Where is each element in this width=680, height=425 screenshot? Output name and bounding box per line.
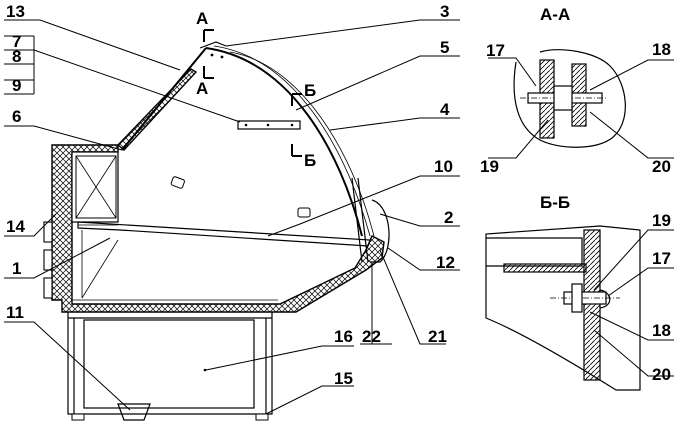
label-8: 8 [12, 47, 21, 66]
stand-frame [67, 312, 273, 415]
foot-left [71, 413, 85, 421]
detail-aa-outline [513, 49, 626, 148]
label-10: 10 [434, 157, 453, 176]
aa-label-19: 19 [480, 157, 499, 176]
top-glass [116, 68, 198, 151]
back-wall-inner [71, 151, 119, 223]
section-b-top: Б [304, 81, 316, 100]
side-handle-2 [43, 249, 53, 271]
section-b-bottom: Б [304, 151, 316, 170]
foot-right [255, 413, 269, 421]
side-handle-3 [43, 277, 53, 299]
glass-clip-2 [297, 207, 311, 218]
aa-label-18: 18 [652, 40, 671, 59]
bb-label-17: 17 [652, 249, 671, 268]
display-case-section: А А Б Б [43, 9, 390, 421]
label-1: 1 [12, 259, 21, 278]
section-a-bottom: А [196, 79, 208, 98]
glass-clip-1 [170, 176, 185, 189]
label-4: 4 [440, 100, 450, 119]
part-labels: 13 7 8 9 6 14 1 11 3 5 4 10 2 12 16 15 2… [6, 2, 455, 388]
aa-label-17: 17 [486, 41, 505, 60]
label-21: 21 [428, 327, 447, 346]
evaporator-box [75, 155, 117, 219]
front-trim [370, 199, 390, 263]
bb-label-19: 19 [652, 211, 671, 230]
front-glass [205, 47, 363, 237]
section-a-top: А [196, 9, 208, 28]
label-2: 2 [444, 208, 453, 227]
label-12: 12 [436, 253, 455, 272]
label-7: 7 [12, 32, 21, 51]
drain-tray [117, 403, 151, 421]
label-6: 6 [12, 107, 21, 126]
top-shelf [77, 221, 371, 247]
label-22: 22 [362, 327, 381, 346]
bb-label-20: 20 [652, 365, 671, 384]
leader-lines [4, 19, 460, 415]
label-5: 5 [440, 38, 449, 57]
label-15: 15 [334, 369, 353, 388]
section-mark-b: Б Б [291, 81, 316, 170]
top-cap [199, 41, 227, 49]
detail-aa: А-А 17 18 19 20 [480, 5, 674, 176]
label-13: 13 [6, 2, 25, 21]
detail-bb: Б-Б 19 17 18 20 [485, 193, 674, 391]
bb-label-18: 18 [652, 321, 671, 340]
label-16: 16 [334, 327, 353, 346]
aa-label-20: 20 [652, 157, 671, 176]
detail-bb-title: Б-Б [540, 193, 570, 212]
label-11: 11 [6, 303, 24, 322]
label-3: 3 [440, 2, 449, 21]
compressor-compartment [83, 319, 255, 409]
detail-bb-outline [485, 225, 641, 391]
section-mark-a: А А [196, 9, 214, 98]
label-14: 14 [6, 217, 25, 236]
detail-aa-title: А-А [540, 5, 570, 24]
label-9: 9 [12, 76, 21, 95]
